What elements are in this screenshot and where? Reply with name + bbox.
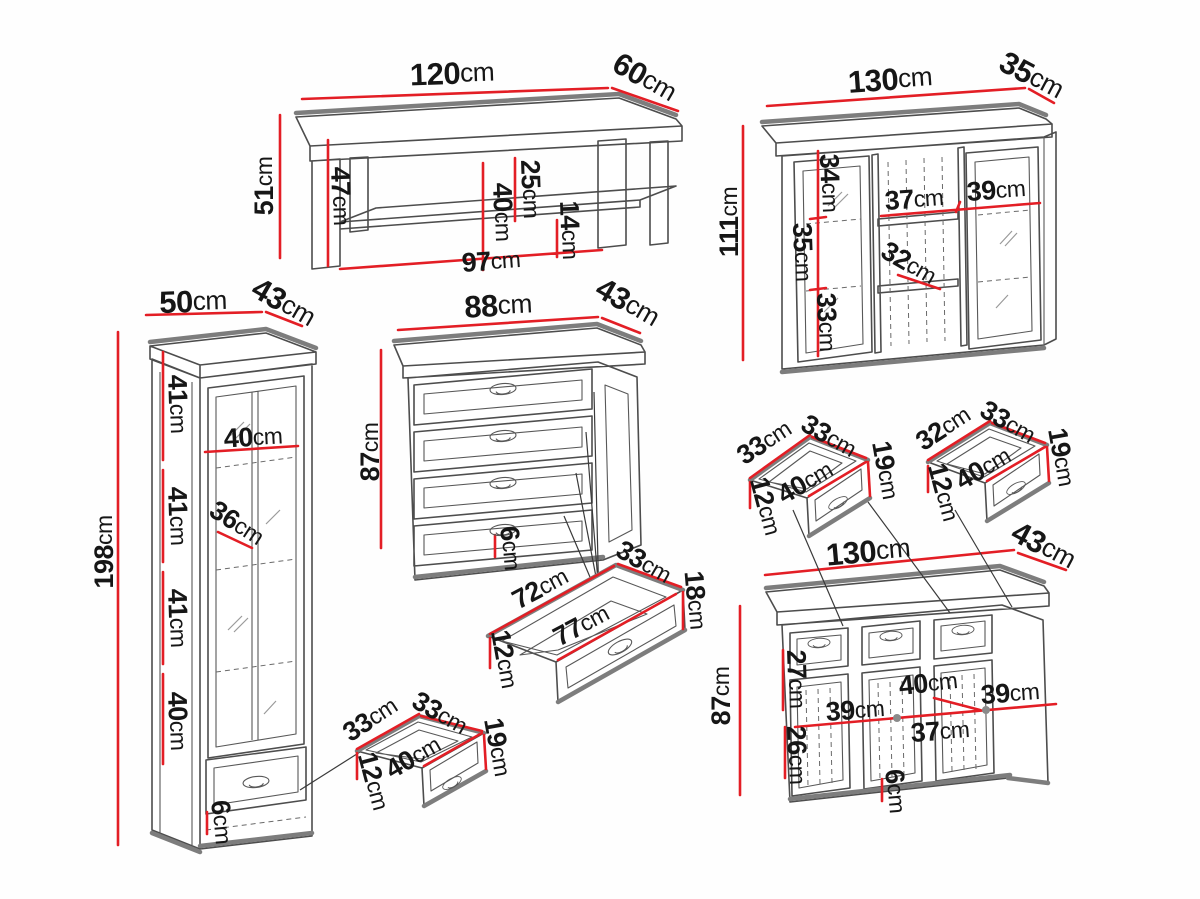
- dim-width: 130cm: [824, 530, 911, 572]
- wall-cabinet-dimension-lines: [741, 86, 1056, 362]
- dim-base-height: 6cm: [205, 799, 239, 846]
- dim-section-2: 41cm: [162, 486, 194, 546]
- sideboard-dimension-lines: [738, 548, 1068, 803]
- tall-cabinet-shelf-lines: [205, 456, 307, 831]
- dim-drawer-section: 27cm: [781, 649, 813, 709]
- dim-side-height: 12cm: [352, 749, 396, 813]
- tall-cabinet-frames: [159, 372, 299, 845]
- wall-cabinet-edges: [759, 101, 1049, 375]
- dim-base-height: 6cm: [494, 525, 528, 572]
- dim-top-section: 34cm: [814, 153, 846, 213]
- pulled-drawer-dimension-lines: [488, 562, 685, 670]
- wall-display-cabinet: 130cm 35cm 111cm 34cm 35cm 33cm 37cm 39c…: [714, 44, 1070, 375]
- small-drawer-walls: [365, 721, 479, 792]
- dim-width: 50cm: [159, 282, 228, 319]
- dim-shelf-width: 40cm: [223, 420, 283, 453]
- dim-middle-width: 37cm: [884, 182, 945, 216]
- sideboard-edges: [763, 563, 1051, 802]
- dim-middle-door: 40cm: [897, 665, 958, 701]
- dim-bottom-section: 33cm: [811, 292, 843, 352]
- dim-front-height: 19cm: [1042, 426, 1082, 489]
- wall-cabinet-glass-hatch: [823, 191, 1018, 313]
- dim-inner-width: 97cm: [461, 244, 522, 278]
- dim-front-height: 19cm: [866, 439, 906, 502]
- coffee-table-dimension-lines: [278, 86, 680, 272]
- dim-right-door: 39cm: [980, 676, 1041, 710]
- small-drawer-walls: [758, 442, 863, 522]
- dim-inner-height: 47cm: [325, 166, 357, 226]
- tall-cabinet-small-drawer: 33cm 33cm 40cm 12cm 19cm: [337, 685, 518, 813]
- dim-bottom-gap: 14cm: [554, 200, 586, 260]
- small-drawer-dimension-lines: [926, 419, 1051, 494]
- sideboard-panel-slats: [805, 673, 977, 787]
- dim-height: 198cm: [89, 515, 119, 588]
- sideboard-bevels: [796, 620, 988, 789]
- dim-middle-inner: 37cm: [910, 714, 971, 748]
- connector-small-drawers: [792, 501, 1013, 627]
- dim-section-4: 40cm: [162, 691, 194, 751]
- small-drawer-dimension-lines: [748, 433, 872, 510]
- wall-cabinet-hidden-lines: [805, 156, 1031, 347]
- dim-door-section: 26cm: [781, 725, 813, 785]
- chest-drawer-bevels: [423, 379, 633, 556]
- dim-height: 87cm: [706, 667, 736, 726]
- wall-cabinet-body: [761, 107, 1057, 370]
- dim-width: 88cm: [463, 286, 532, 324]
- dim-height: 87cm: [355, 423, 385, 482]
- dim-width: 120cm: [409, 54, 495, 92]
- tall-cabinet-edges: [147, 326, 319, 855]
- sideboard-small-drawer-b: 32cm 33cm 40cm 12cm 19cm: [910, 394, 1082, 524]
- dim-left-door: 39cm: [825, 693, 886, 727]
- dim-side-height: 12cm: [922, 460, 966, 524]
- pulled-drawer-walls: [501, 576, 677, 689]
- coffee-table: 120cm 60cm 51cm 47cm 40cm 25cm 14cm 97cm: [249, 45, 683, 278]
- dim-door-width: 39cm: [966, 173, 1027, 207]
- connector-to-pulled-drawer: [563, 391, 605, 611]
- dim-height: 111cm: [714, 187, 744, 257]
- dim-side-height: 12cm: [744, 474, 788, 538]
- dim-front-height: 19cm: [478, 716, 518, 779]
- dim-top-gap: 25cm: [515, 159, 547, 219]
- dim-height: 51cm: [249, 157, 279, 216]
- small-drawer-walls: [936, 428, 1041, 507]
- dim-width: 130cm: [847, 59, 934, 100]
- dim-depth: 43cm: [1006, 514, 1082, 577]
- dim-shelf-clearance: 40cm: [487, 182, 519, 242]
- coffee-table-top-edge: [293, 91, 679, 118]
- sideboard-small-drawer-a: 33cm 33cm 40cm 12cm 19cm: [731, 408, 906, 539]
- wall-cabinet-door-frames: [802, 137, 1045, 354]
- chest-dimension-lines: [379, 315, 642, 559]
- door-junction-dot: [982, 706, 990, 714]
- connector-to-small-drawer: [299, 751, 361, 791]
- chest-edges: [391, 321, 644, 580]
- tall-cabinet-glass-hatch: [227, 421, 281, 715]
- dim-section-1: 41cm: [162, 374, 194, 434]
- door-junction-dot: [893, 714, 901, 722]
- small-drawer-dimension-lines: [355, 712, 488, 781]
- coffee-table-body: [295, 97, 683, 270]
- dim-depth: 35cm: [994, 44, 1070, 107]
- dim-front-height: 18cm: [679, 569, 714, 630]
- tall-display-cabinet: 50cm 43cm 198cm 41cm 40cm 41cm 36cm 41cm…: [89, 270, 361, 855]
- dim-base-height: 6cm: [879, 768, 913, 815]
- dim-section-3: 41cm: [162, 588, 194, 648]
- sideboard: 130cm 43cm 87cm 27cm 26cm 39cm 40cm 39cm…: [706, 501, 1082, 815]
- tall-cabinet-dimension-lines: [116, 310, 304, 847]
- dim-middle-section: 35cm: [787, 222, 819, 282]
- dim-side-height: 12cm: [485, 628, 525, 691]
- dim-depth: 43cm: [246, 270, 322, 334]
